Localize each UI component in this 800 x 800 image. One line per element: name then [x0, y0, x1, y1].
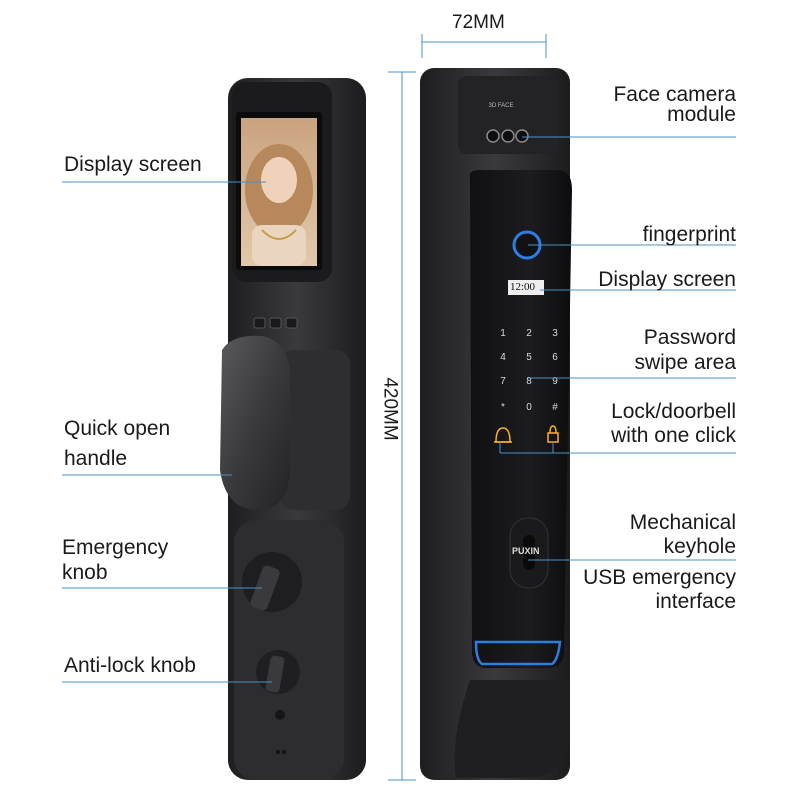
outer-display-screen: [508, 280, 544, 295]
left-callout-lines: [62, 181, 272, 683]
emergency-knob: [242, 552, 302, 612]
label-fingerprint: fingerprint: [642, 223, 736, 246]
svg-text:3D FACE: 3D FACE: [488, 103, 513, 109]
label-display-screen-inner: Display screen: [64, 153, 202, 176]
keypad-key: *: [501, 402, 505, 413]
label-display-screen-outer: Display screen: [598, 268, 736, 291]
label-emergency-knob-2: knob: [62, 561, 108, 584]
keypad-key: 5: [526, 352, 532, 363]
label-anti-lock-knob: Anti-lock knob: [64, 654, 196, 677]
label-quick-open-1: Quick open: [64, 417, 171, 440]
width-label: 72MM: [452, 12, 505, 33]
keypad-key: 7: [500, 376, 506, 387]
label-lock-doorbell-1: Lock/doorbell: [611, 400, 736, 423]
keypad-key: 4: [500, 352, 506, 363]
keypad-key: 9: [552, 376, 558, 387]
outer-lock-body: 3D FACE 1 2 3 4 5 6 7 8 9 * 0 #: [420, 68, 572, 780]
keypad-key: 1: [500, 328, 506, 339]
height-dimension: [388, 71, 416, 781]
keypad-key: 3: [552, 328, 558, 339]
inner-buttons: [253, 317, 298, 329]
keypad-key: 6: [552, 352, 558, 363]
inner-lock-body: [220, 78, 366, 780]
brand-logo: PUXIN: [512, 546, 540, 556]
label-password-1: Password: [643, 326, 736, 349]
keypad: 1 2 3 4 5 6 7 8 9 * 0 #: [500, 328, 558, 413]
keypad-key: 0: [526, 402, 532, 413]
keypad-key: 8: [526, 376, 532, 387]
keypad-key: #: [552, 402, 558, 413]
label-lock-doorbell-2: with one click: [611, 424, 736, 447]
label-emergency-knob-1: Emergency: [62, 536, 169, 559]
bell-icon: [494, 427, 512, 443]
label-face-camera-2: module: [667, 103, 736, 126]
label-mech-keyhole-2: keyhole: [663, 535, 736, 558]
label-usb-1: USB emergency: [583, 566, 736, 589]
face-camera-module: [458, 76, 558, 154]
keypad-key: 2: [526, 328, 532, 339]
label-face-camera-1: Face camera: [613, 83, 736, 106]
anti-lock-knob: [256, 650, 300, 694]
height-label: 420MM: [379, 377, 401, 441]
quick-open-handle: [220, 335, 290, 511]
face-photo: [245, 144, 313, 266]
label-mech-keyhole-1: Mechanical: [629, 511, 736, 534]
label-quick-open-2: handle: [64, 447, 128, 470]
right-callout-lines: [499, 136, 736, 561]
label-password-2: swipe area: [634, 351, 736, 374]
label-usb-2: interface: [655, 590, 736, 613]
width-dimension: [421, 34, 547, 58]
clock-readout: 12:00: [510, 281, 536, 293]
